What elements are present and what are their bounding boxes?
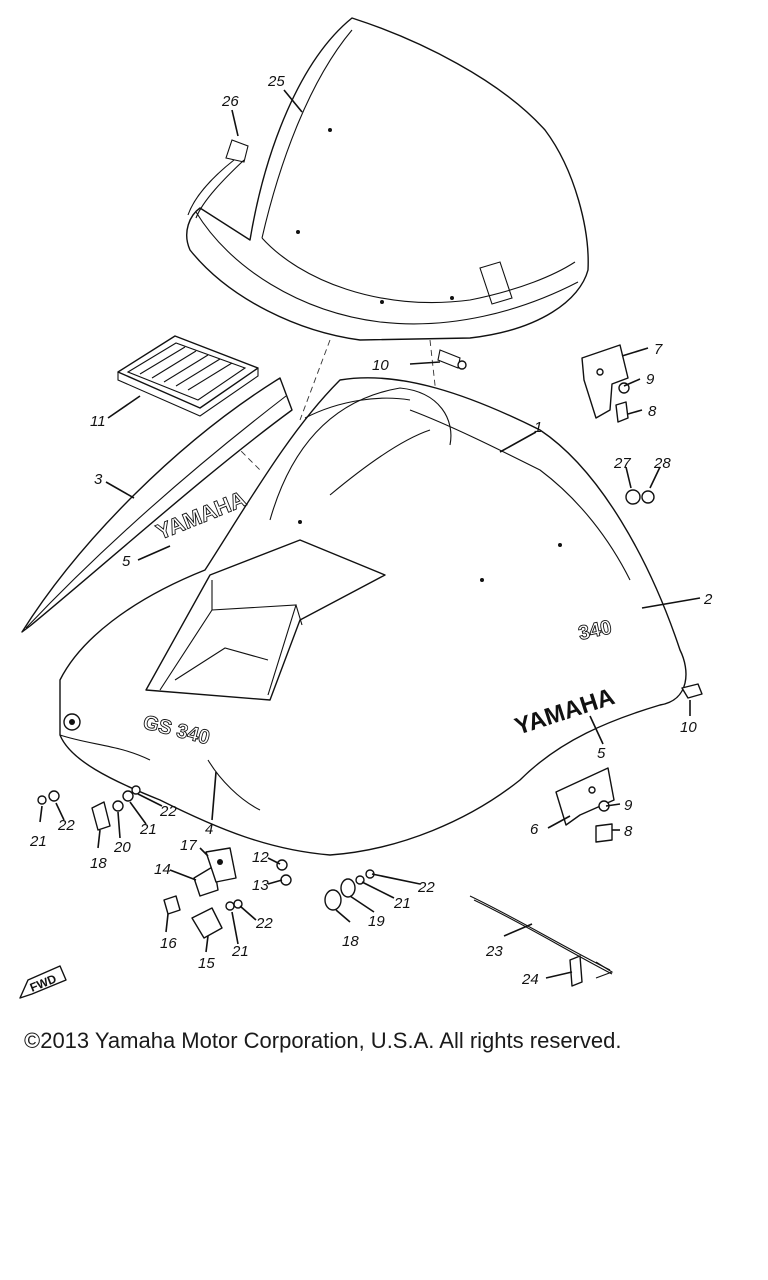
callout-17: 17 bbox=[180, 837, 197, 854]
callout-21-left: 21 bbox=[29, 833, 47, 850]
callout-9-top: 9 bbox=[646, 371, 655, 388]
fwd-label: FWD bbox=[28, 971, 59, 994]
callout-28: 28 bbox=[653, 455, 671, 472]
callout-10-top: 10 bbox=[372, 357, 389, 374]
callout-5: 5 bbox=[597, 745, 606, 762]
callout-16: 16 bbox=[160, 935, 177, 952]
callout-8-top: 8 bbox=[648, 403, 657, 420]
callout-21-d: 21 bbox=[393, 895, 411, 912]
callout-20: 20 bbox=[113, 839, 131, 856]
latch-assembly bbox=[324, 869, 375, 911]
callout-22-left: 22 bbox=[57, 817, 75, 834]
side-panel-part bbox=[21, 377, 293, 633]
callout-8-bottom: 8 bbox=[624, 823, 633, 840]
left-hardware bbox=[37, 785, 141, 831]
callout-22-d: 22 bbox=[417, 879, 435, 896]
callout-26: 26 bbox=[221, 93, 239, 110]
grommet-27 bbox=[625, 489, 641, 505]
callout-14: 14 bbox=[154, 861, 171, 878]
callout-2: 2 bbox=[703, 591, 713, 608]
windshield-trim-part bbox=[187, 139, 249, 219]
callout-9-bottom: 9 bbox=[624, 797, 633, 814]
bracket-part bbox=[581, 344, 630, 423]
windshield-part bbox=[186, 17, 589, 341]
callout-1: 1 bbox=[534, 419, 542, 436]
callout-18-right: 18 bbox=[342, 933, 359, 950]
fwd-arrow-icon: FWD bbox=[19, 965, 67, 999]
hood-part bbox=[59, 377, 687, 856]
callout-18-left: 18 bbox=[90, 855, 107, 872]
grommet-28 bbox=[641, 490, 655, 504]
callout-3: 3 bbox=[94, 471, 103, 488]
callout-10-right: 10 bbox=[680, 719, 697, 736]
callout-7: 7 bbox=[654, 341, 663, 358]
callout-22-c: 22 bbox=[255, 915, 273, 932]
cable-part bbox=[469, 895, 614, 987]
callout-22-b: 22 bbox=[159, 803, 177, 820]
grille-part bbox=[117, 335, 259, 417]
lower-bracket-part bbox=[555, 767, 615, 843]
copyright-notice: ©2013 Yamaha Motor Corporation, U.S.A. A… bbox=[24, 1028, 622, 1053]
callout-4: 4 bbox=[205, 821, 213, 838]
callout-25: 25 bbox=[267, 73, 285, 90]
callout-6: 6 bbox=[530, 821, 539, 838]
callout-27: 27 bbox=[613, 455, 631, 472]
callout-11: 11 bbox=[90, 413, 106, 430]
hinge-assembly bbox=[163, 847, 292, 939]
callout-24: 24 bbox=[521, 971, 539, 988]
callout-21-b: 21 bbox=[139, 821, 157, 838]
callout-12: 12 bbox=[252, 849, 269, 866]
callout-21-c: 21 bbox=[231, 943, 249, 960]
callout-13: 13 bbox=[252, 877, 269, 894]
callout-23: 23 bbox=[485, 943, 503, 960]
parts-diagram: YAMAHA YAMAHA GS 340 340 bbox=[19, 17, 713, 999]
callout-5-left: 5 bbox=[122, 553, 131, 570]
fastener-part bbox=[437, 349, 467, 370]
callout-15: 15 bbox=[198, 955, 215, 972]
callout-19: 19 bbox=[368, 913, 385, 930]
